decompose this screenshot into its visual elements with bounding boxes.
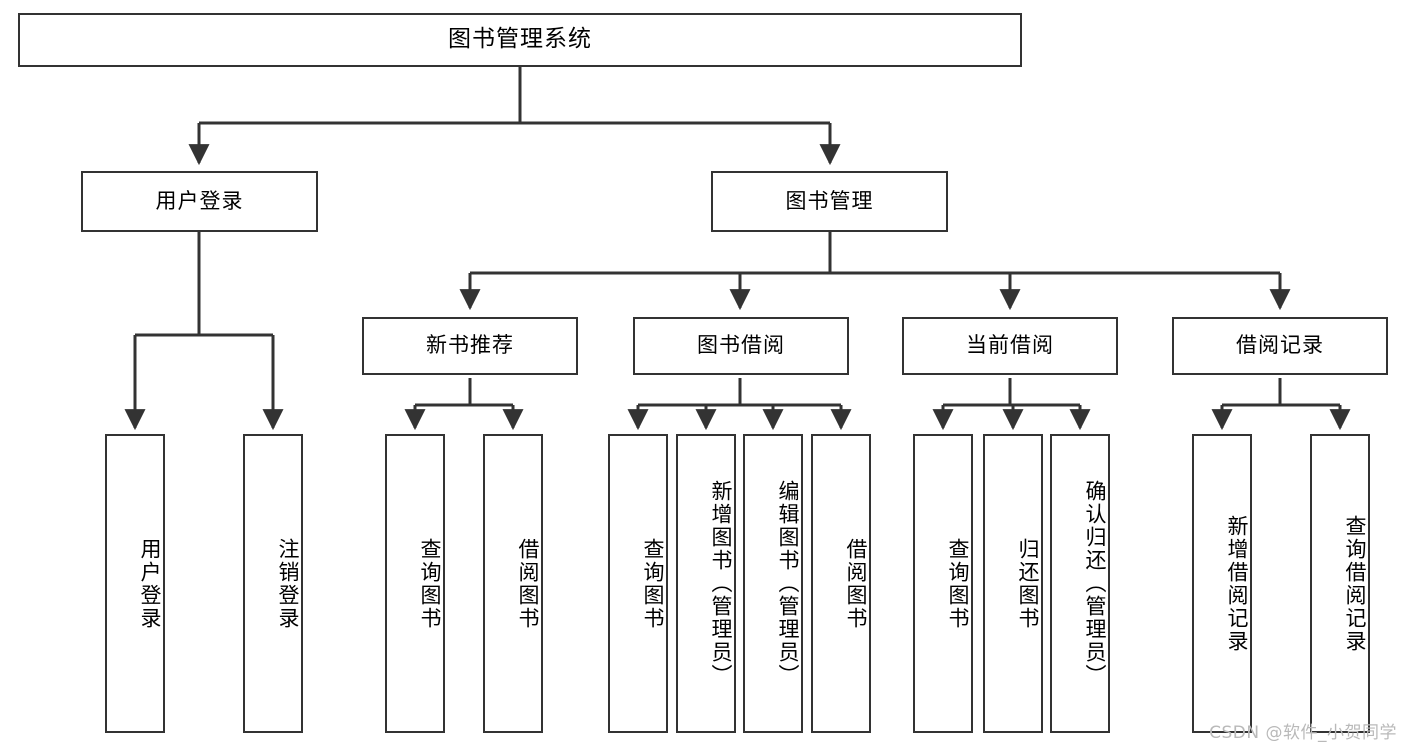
leaf-borrow-edit-book-label: 编辑图书（管理员） — [776, 480, 800, 687]
leaf-new-book-borrow-label: 借阅图书 — [516, 537, 540, 630]
leaf-new-book-query[interactable]: 查询图书 — [385, 434, 445, 733]
leaf-records-add-record-label: 新增借阅记录 — [1225, 514, 1249, 653]
leaf-current-return-book[interactable]: 归还图书 — [983, 434, 1043, 733]
leaf-user-login-logout[interactable]: 注销登录 — [243, 434, 303, 733]
leaf-user-login-login-label: 用户登录 — [138, 537, 162, 630]
node-book-borrow[interactable]: 图书借阅 — [633, 317, 849, 375]
leaf-borrow-add-book-label: 新增图书（管理员） — [709, 480, 733, 687]
node-new-book-recommend-label: 新书推荐 — [426, 333, 514, 358]
leaf-new-book-borrow[interactable]: 借阅图书 — [483, 434, 543, 733]
node-borrow-records[interactable]: 借阅记录 — [1172, 317, 1388, 375]
leaf-current-return-book-label: 归还图书 — [1016, 537, 1040, 630]
leaf-current-query-book-label: 查询图书 — [946, 537, 970, 630]
node-root[interactable]: 图书管理系统 — [18, 13, 1022, 67]
leaf-new-book-query-label: 查询图书 — [418, 537, 442, 630]
watermark-text: CSDN @软件_小贺同学 — [1209, 723, 1397, 743]
leaf-borrow-edit-book[interactable]: 编辑图书（管理员） — [743, 434, 803, 733]
leaf-records-query-record[interactable]: 查询借阅记录 — [1310, 434, 1370, 733]
node-current-borrow[interactable]: 当前借阅 — [902, 317, 1118, 375]
node-user-login-label: 用户登录 — [155, 188, 244, 213]
node-new-book-recommend[interactable]: 新书推荐 — [362, 317, 578, 375]
node-user-login[interactable]: 用户登录 — [81, 171, 318, 232]
node-book-borrow-label: 图书借阅 — [697, 333, 785, 358]
leaf-user-login-logout-label: 注销登录 — [276, 537, 300, 630]
leaf-borrow-borrow-book-label: 借阅图书 — [844, 537, 868, 630]
node-book-management-label: 图书管理 — [785, 188, 874, 213]
node-current-borrow-label: 当前借阅 — [966, 333, 1054, 358]
leaf-user-login-login[interactable]: 用户登录 — [105, 434, 165, 733]
leaf-current-confirm-return-label: 确认归还（管理员） — [1083, 480, 1107, 687]
leaf-records-query-record-label: 查询借阅记录 — [1343, 514, 1367, 653]
node-root-label: 图书管理系统 — [448, 26, 592, 53]
leaf-borrow-add-book[interactable]: 新增图书（管理员） — [676, 434, 736, 733]
node-book-management[interactable]: 图书管理 — [711, 171, 948, 232]
node-borrow-records-label: 借阅记录 — [1236, 333, 1324, 358]
leaf-current-query-book[interactable]: 查询图书 — [913, 434, 973, 733]
leaf-borrow-borrow-book[interactable]: 借阅图书 — [811, 434, 871, 733]
leaf-records-add-record[interactable]: 新增借阅记录 — [1192, 434, 1252, 733]
leaf-borrow-query-book-label: 查询图书 — [641, 537, 665, 630]
leaf-borrow-query-book[interactable]: 查询图书 — [608, 434, 668, 733]
leaf-current-confirm-return[interactable]: 确认归还（管理员） — [1050, 434, 1110, 733]
